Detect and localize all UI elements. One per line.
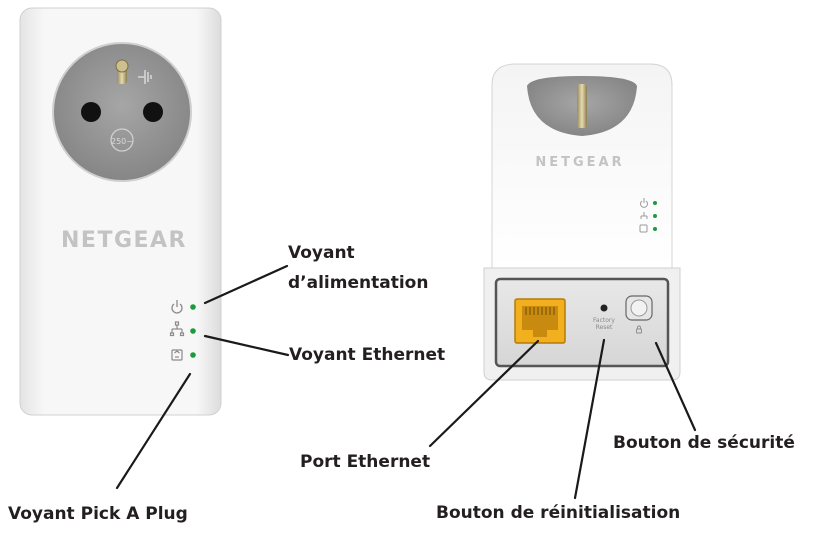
front-rating-text: 250~ (111, 137, 133, 146)
ethernet-icon (169, 321, 185, 337)
security-button[interactable] (625, 295, 653, 321)
side-brand-logo: NETGEAR (535, 155, 624, 170)
side-ethernet-icon (640, 212, 648, 219)
callout-security-button: Bouton de sécurité (613, 433, 795, 453)
factory-reset-pinhole[interactable] (600, 304, 608, 312)
callout-power-led-line2: d’alimentation (288, 273, 429, 293)
front-socket-hole-left (81, 102, 101, 122)
side-power-led (653, 201, 657, 205)
front-socket (52, 42, 192, 182)
pick-a-plug-icon (171, 349, 183, 361)
side-adapter: NETGEAR (483, 63, 681, 381)
leader-line-ethernet-port (428, 339, 540, 448)
callout-ethernet-led: Voyant Ethernet (289, 345, 446, 365)
leader-line-pick-a-plug (115, 372, 192, 490)
leader-line-ethernet-led (203, 334, 290, 357)
power-icon (171, 300, 183, 314)
front-socket-hole-right (143, 102, 163, 122)
front-adapter: 250~ NETGEAR (19, 7, 222, 416)
leader-line-security-button (654, 341, 697, 432)
callout-pick-a-plug-led: Voyant Pick A Plug (8, 504, 188, 524)
side-ethernet-led (653, 214, 657, 218)
front-earth-pin-tip (115, 59, 129, 73)
side-earth-pin (577, 84, 587, 128)
front-brand-logo: NETGEAR (61, 228, 187, 253)
ground-symbol-icon (138, 70, 152, 84)
factory-reset-label-line1: Factory (593, 317, 615, 324)
ethernet-led (190, 328, 196, 334)
callout-power-led-line1: Voyant (288, 243, 355, 263)
side-pick-a-plug-icon (639, 224, 648, 233)
callout-ethernet-port: Port Ethernet (300, 452, 431, 472)
pick-a-plug-led (190, 352, 196, 358)
front-rating-circle (110, 128, 134, 152)
security-lock-icon (636, 325, 642, 334)
leader-line-reset-button (573, 338, 606, 500)
side-power-icon (640, 198, 648, 208)
ethernet-port[interactable] (514, 298, 566, 344)
leader-line-power-led (203, 264, 289, 305)
power-led (190, 304, 196, 310)
factory-reset-label-line2: Reset (596, 324, 613, 331)
callout-reset-button: Bouton de réinitialisation (436, 503, 681, 523)
side-pick-a-plug-led (653, 227, 657, 231)
